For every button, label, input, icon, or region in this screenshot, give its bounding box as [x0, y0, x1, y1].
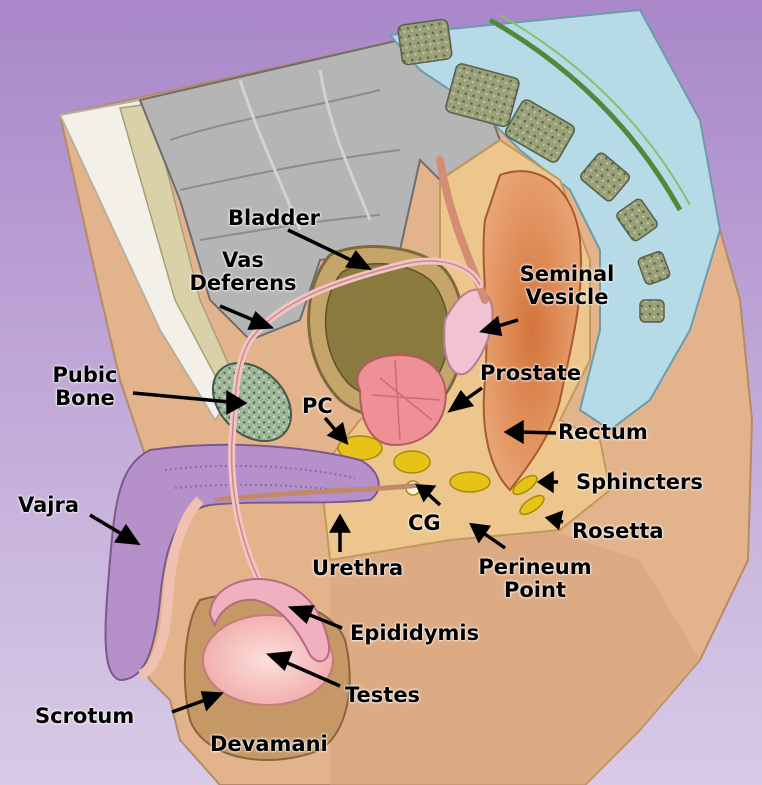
label-cg: CG [408, 512, 441, 535]
label-seminal-vesicle: Seminal Vesicle [512, 263, 622, 309]
label-devamani: Devamani [210, 733, 328, 756]
label-scrotum: Scrotum [35, 705, 134, 728]
label-vas-deferens-line1: Vas [188, 249, 298, 272]
label-seminal-vesicle-line1: Seminal [512, 263, 622, 286]
label-sphincters: Sphincters [576, 471, 703, 494]
label-vas-deferens-line2: Deferens [188, 272, 298, 295]
label-rectum: Rectum [558, 421, 648, 444]
label-pubic-bone-line2: Bone [40, 387, 130, 410]
label-testes: Testes [345, 684, 420, 707]
label-pc: PC [302, 395, 333, 418]
label-urethra: Urethra [312, 557, 403, 580]
label-perineum-point-line2: Point [470, 579, 600, 602]
label-epididymis: Epididymis [350, 622, 479, 645]
label-prostate: Prostate [480, 362, 581, 385]
label-vajra: Vajra [18, 494, 79, 517]
label-perineum-point: Perineum Point [470, 556, 600, 602]
label-pubic-bone-line1: Pubic [40, 364, 130, 387]
label-perineum-point-line1: Perineum [470, 556, 600, 579]
label-seminal-vesicle-line2: Vesicle [512, 286, 622, 309]
label-pubic-bone: Pubic Bone [40, 364, 130, 410]
label-bladder: Bladder [228, 207, 320, 230]
label-vas-deferens: Vas Deferens [188, 249, 298, 295]
label-rosetta: Rosetta [572, 520, 664, 543]
